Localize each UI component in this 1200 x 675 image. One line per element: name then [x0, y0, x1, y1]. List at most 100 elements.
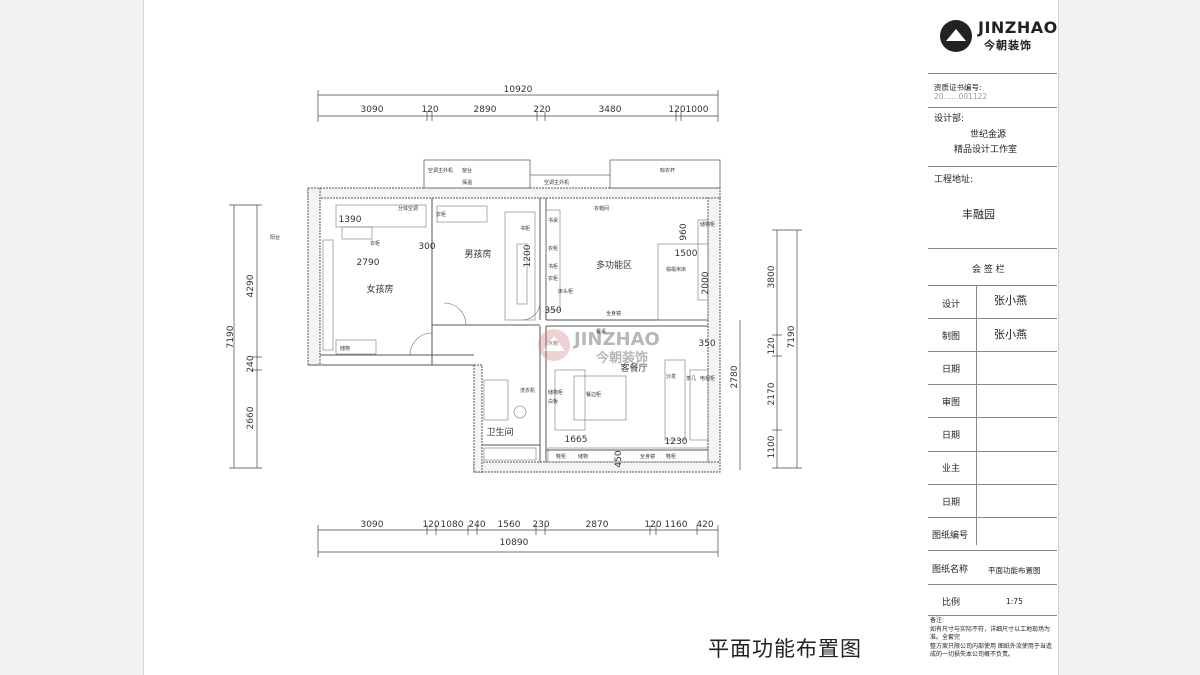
divider: [928, 107, 1057, 108]
dim-int-1: 1390: [339, 215, 362, 225]
row-label-date-2: 日期: [942, 431, 961, 441]
project-address-label: 工程地址:: [934, 175, 974, 185]
design-dept-line2: 精品设计工作室: [954, 145, 1018, 155]
label-closet: 衣帽间: [594, 205, 609, 212]
watermark: JINZHAO 今朝装饰: [538, 329, 660, 366]
dim-int-12: 450: [614, 450, 624, 467]
row-label-date-3: 日期: [942, 498, 961, 508]
label-storage-cabinet: 储物柜: [700, 221, 715, 228]
label-desk: 书桌: [548, 217, 558, 224]
dim-left-1: 4290: [246, 274, 256, 297]
notes-title: 备注:: [930, 617, 945, 624]
brand-logo: JINZHAO 今朝装饰: [940, 18, 1057, 58]
row-label-scale: 比例: [942, 598, 961, 608]
brand-name-cn: 今朝装饰: [984, 39, 1032, 52]
dim-right-4: 1100: [767, 435, 777, 458]
dim-right-total: 7190: [787, 325, 797, 348]
row-label-review: 审图: [942, 398, 961, 408]
label-sideboard: 餐边柜: [586, 391, 601, 398]
watermark-cn: 今朝装饰: [595, 350, 648, 366]
plan-title: 平面功能布置图: [708, 637, 862, 661]
label-rack: 晾衣杆: [660, 167, 675, 174]
label-wardrobe-4: 衣柜: [370, 240, 380, 247]
room-living: 客餐厅: [620, 362, 647, 374]
dim-bottom-10: 420: [696, 520, 713, 530]
dimension-bottom: [317, 525, 719, 557]
room-girl: 女孩房: [366, 283, 393, 295]
qualification-label: 资质证书编号:: [934, 83, 982, 92]
label-wardrobe-3: 衣柜: [436, 211, 446, 218]
title-block: JINZHAO 今朝装饰 资质证书编号: 20……001122 设计部: 世纪金…: [918, 0, 1057, 675]
dim-int-8: 350: [544, 306, 561, 316]
dim-bottom-2: 120: [422, 520, 439, 530]
dim-bottom-5: 1560: [498, 520, 521, 530]
label-whiteboard: 白板: [548, 398, 558, 405]
dim-bottom-6: 230: [532, 520, 549, 530]
dim-top-1: 3090: [361, 105, 384, 115]
room-bath: 卫生间: [486, 426, 513, 438]
notes-line-2: 整方案只限公司内部使用 图纸外流使用于当造成的一切损失本公司概不负责。: [930, 642, 1052, 659]
label-storage-2: 储物: [578, 453, 588, 460]
label-ac-1: 空调主外机: [428, 167, 453, 174]
design-dept-label: 设计部:: [934, 114, 965, 124]
label-insulation: 保温: [462, 179, 472, 186]
row-label-owner: 业主: [942, 464, 961, 474]
divider: [928, 550, 1057, 551]
dimension-left: [229, 204, 262, 469]
dim-bottom-1: 3090: [361, 520, 384, 530]
dim-top-4: 220: [533, 105, 550, 115]
label-fridge: 冰箱: [548, 340, 558, 347]
dim-int-10: 1665: [565, 435, 588, 445]
label-bookcase-1: 书柜: [548, 263, 558, 270]
label-mirror-2: 全身镜: [640, 453, 655, 460]
label-coffee-table: 茶几: [686, 375, 696, 382]
label-wardrobe-2: 衣柜: [548, 275, 558, 282]
divider: [928, 417, 1057, 418]
balconies: [423, 159, 721, 189]
divider: [928, 615, 1057, 616]
divider: [928, 484, 1057, 485]
dim-int-2: 2790: [357, 258, 380, 268]
row-value-drafting: 张小燕: [994, 328, 1027, 341]
label-bedside: 床头柜: [558, 288, 573, 295]
column-divider: [976, 285, 977, 545]
divider: [928, 517, 1057, 518]
divider: [928, 248, 1057, 249]
dim-right-3: 2170: [767, 382, 777, 405]
divider: [928, 584, 1057, 585]
divider: [928, 318, 1057, 319]
notes-line-1: 如有尺寸与实际不符，详细尺寸以工地现场为准。全套完: [930, 625, 1051, 642]
dim-top-7: 1000: [686, 105, 709, 115]
brand-logo-icon: [940, 20, 972, 52]
dim-bottom-9: 1160: [665, 520, 688, 530]
label-sofa: 沙发: [666, 373, 676, 380]
row-label-drawing-name: 图纸名称: [932, 565, 969, 575]
design-dept-line1: 世纪金源: [970, 130, 1007, 140]
row-value-design: 张小燕: [994, 294, 1027, 307]
room-multi: 多功能区: [596, 259, 632, 271]
brand-name-en: JINZHAO: [978, 18, 1058, 37]
label-washer: 洗衣机: [520, 387, 535, 394]
divider: [928, 384, 1057, 385]
signoff-header: 会 签 栏: [972, 265, 1005, 275]
dim-top-2: 120: [421, 105, 438, 115]
dim-right-2: 120: [767, 337, 777, 354]
label-tv-cabinet: 电视柜: [700, 375, 715, 382]
walls: [307, 187, 721, 473]
drawing-sheet: [143, 0, 1059, 675]
dim-right-1: 3800: [767, 265, 777, 288]
dim-bottom-8: 120: [644, 520, 661, 530]
label-tatami: 榻榻米床: [666, 266, 686, 273]
dim-bottom-7: 2870: [586, 520, 609, 530]
dim-left-total: 7190: [226, 325, 236, 348]
dim-int-6: 1500: [675, 249, 698, 259]
label-shoe-cabinet-1: 鞋柜: [556, 453, 566, 460]
dim-right-inner: 2780: [730, 365, 740, 388]
dim-int-9: 350: [698, 339, 715, 349]
row-label-design: 设计: [942, 300, 961, 310]
dim-int-7: 2000: [701, 271, 711, 294]
dim-bottom-3: 1080: [441, 520, 464, 530]
label-split-ac: 分体空调: [398, 205, 418, 212]
room-boy: 男孩房: [464, 248, 491, 260]
row-label-drafting: 制图: [942, 332, 961, 342]
